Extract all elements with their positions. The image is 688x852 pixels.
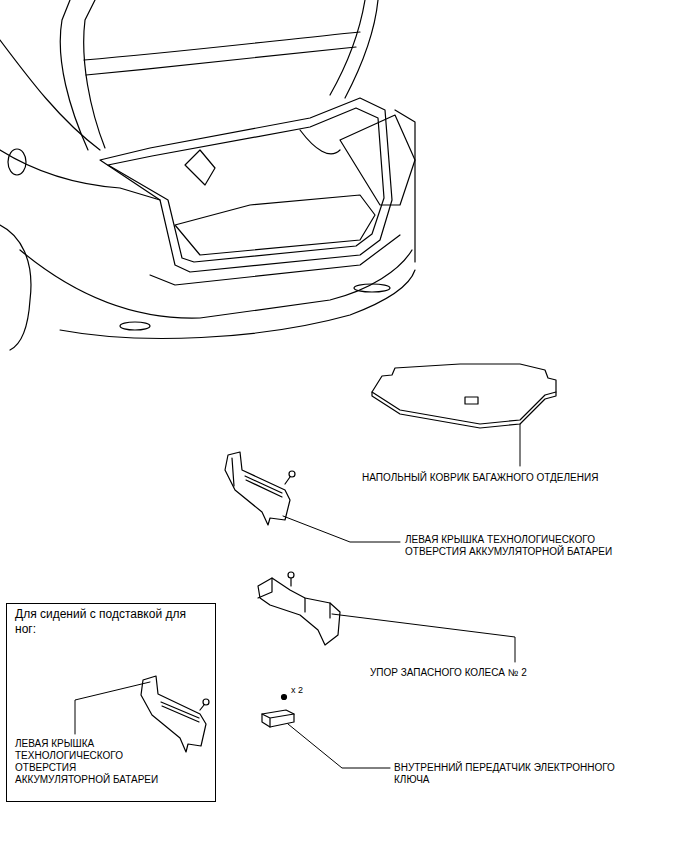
note-frame: Для сидений с подставкой для ног: ЛЕВАЯ К… [6, 603, 216, 802]
rear-panel [150, 235, 400, 285]
part-label: НАПОЛЬНЫЙ КОВРИК БАГАЖНОГО ОТДЕЛЕНИЯ [362, 472, 662, 484]
wheel-arch [0, 225, 31, 350]
bolt [288, 572, 294, 578]
trunk-detail [300, 130, 340, 154]
carpet-handle [465, 397, 478, 404]
leader-line [520, 424, 521, 466]
key-transmitter [262, 695, 294, 728]
stopper-outline [258, 578, 340, 645]
cover-outline [141, 676, 206, 752]
cover-edge [232, 458, 234, 486]
bolt [203, 699, 209, 705]
trunk-lid-panel [84, 32, 360, 60]
bumper [60, 270, 415, 338]
bolt [289, 471, 295, 477]
trunk-lid-panel [86, 47, 356, 75]
leader-line [332, 614, 515, 662]
tail-light [340, 115, 415, 205]
reflector [354, 284, 390, 292]
leader-line [288, 724, 390, 768]
cover-ribs [161, 702, 199, 722]
bolt [290, 578, 291, 586]
reflector [120, 322, 150, 330]
side-marker [8, 149, 26, 175]
trunk-carpet [372, 364, 556, 428]
part-label: ВНУТРЕННИЙ ПЕРЕДАТЧИК ЭЛЕКТРОННОГО КЛЮЧА [394, 762, 644, 786]
body-line [395, 110, 415, 262]
spare-tire-stopper [258, 572, 340, 645]
part-label: ЛЕВАЯ КРЫШКА ТЕХНОЛОГИЧЕСКОГО ОТВЕРСТИЯ … [15, 738, 173, 786]
nut [282, 695, 287, 700]
trunk-opening [100, 98, 392, 272]
bolt [285, 477, 290, 484]
note-heading: Для сидений с подставкой для ног: [15, 607, 197, 637]
cover-ribs [245, 476, 282, 497]
body-line [0, 40, 100, 150]
trunk-seal [108, 108, 384, 262]
leader-line [283, 516, 400, 542]
cover-outline [225, 452, 290, 525]
battery-cover [225, 452, 295, 525]
part-label: УПОР ЗАПАСНОГО КОЛЕСА № 2 [370, 667, 650, 679]
quantity-label: x 2 [291, 684, 321, 696]
car-rear [0, 0, 415, 350]
carpet-edge [372, 392, 556, 428]
trunk-floor [175, 195, 375, 255]
part-label: ЛЕВАЯ КРЫШКА ТЕХНОЛОГИЧЕСКОГО ОТВЕРСТИЯ … [405, 534, 655, 558]
body-line [0, 150, 160, 200]
trunk-detail [185, 150, 215, 185]
bolt [200, 705, 204, 710]
frame-battery-cover [141, 676, 209, 752]
leader-line [75, 682, 150, 734]
trunk-lid-edge [345, 0, 378, 98]
stopper-edge [258, 578, 330, 618]
bumper [20, 250, 412, 318]
